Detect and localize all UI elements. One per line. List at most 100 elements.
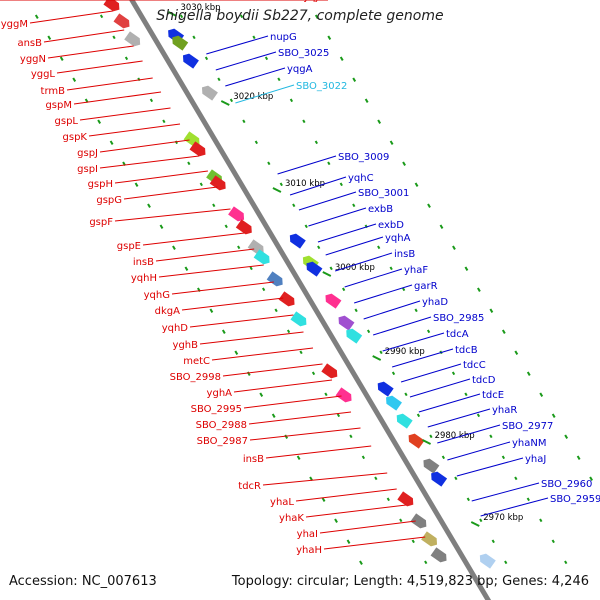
gene-dot xyxy=(399,518,403,523)
gene-dot xyxy=(389,140,394,145)
left-leader-line xyxy=(171,281,274,295)
right-gene-label: yqhC xyxy=(348,173,374,184)
gene-dot xyxy=(264,56,269,61)
gene-dot xyxy=(162,119,166,124)
gene-dot xyxy=(454,476,458,481)
gene-dot xyxy=(262,287,266,292)
left-gene-label: gspK xyxy=(63,132,88,143)
right-leader-line xyxy=(363,300,421,320)
gene-dot xyxy=(97,119,102,124)
gene-dot xyxy=(296,455,301,460)
left-leader-line xyxy=(73,91,162,105)
gene-dot xyxy=(466,497,470,502)
gene-dot xyxy=(34,14,39,19)
gene-dot xyxy=(551,539,555,544)
gene-dot xyxy=(389,266,393,271)
gene-feature xyxy=(335,387,352,403)
gene-dot xyxy=(464,392,468,397)
right-gene-label: garR xyxy=(414,281,438,292)
gene-dot xyxy=(311,371,316,376)
gene-dot xyxy=(526,371,531,376)
left-leader-line xyxy=(142,232,245,246)
gene-dot xyxy=(404,392,408,397)
right-gene-label: SBO_3001 xyxy=(358,188,409,199)
right-leader-line xyxy=(373,316,432,336)
left-leader-line xyxy=(265,445,372,459)
left-gene-label: ansB xyxy=(17,38,42,49)
scale-tick-mark xyxy=(220,100,230,106)
left-gene-label: gspJ xyxy=(77,148,98,159)
left-gene-label: yqhD xyxy=(162,323,189,334)
left-gene-label: yghB xyxy=(173,340,199,351)
gene-dot xyxy=(134,182,139,187)
gene-dot xyxy=(426,329,431,334)
gene-feature xyxy=(124,31,141,47)
gene-dot xyxy=(501,329,506,334)
left-leader-line xyxy=(199,331,304,345)
left-gene-label: yghA xyxy=(207,388,233,399)
gene-feature xyxy=(266,271,283,287)
left-gene-label: gspM xyxy=(45,100,72,111)
gene-dot xyxy=(321,497,326,502)
left-gene-label: yggL xyxy=(31,69,56,80)
right-leader-line xyxy=(215,51,277,71)
right-leader-line xyxy=(354,284,413,304)
left-gene-label: SBO_2998 xyxy=(170,372,221,383)
left-gene-label: dkgA xyxy=(155,306,180,317)
gene-dot xyxy=(349,434,353,439)
gene-dot xyxy=(302,119,306,124)
gene-feature xyxy=(431,471,448,487)
gene-dot xyxy=(327,35,332,40)
right-gene-label: yhaD xyxy=(422,297,448,308)
right-leader-line xyxy=(447,441,511,461)
gene-dot xyxy=(514,476,518,481)
gene-dot xyxy=(229,98,234,103)
left-leader-line xyxy=(189,314,294,328)
left-leader-line xyxy=(47,45,134,59)
gene-dot xyxy=(217,77,221,82)
left-leader-line xyxy=(155,248,255,262)
gene-dot xyxy=(402,161,406,166)
gene-dot xyxy=(441,455,446,460)
gene-dot xyxy=(292,203,296,208)
gene-dot xyxy=(539,392,544,397)
gene-feature xyxy=(396,413,413,429)
gene-dot xyxy=(416,413,421,418)
gene-dot xyxy=(224,224,228,229)
right-leader-line xyxy=(344,268,403,288)
left-leader-line xyxy=(243,395,342,409)
gene-dot xyxy=(491,539,495,544)
gene-dot xyxy=(364,98,369,103)
right-gene-label: yhaJ xyxy=(525,454,546,465)
gene-dot xyxy=(72,77,77,82)
gene-dot xyxy=(504,560,508,565)
scale-tick-label: 2970 kbp xyxy=(483,513,523,523)
gene-dot xyxy=(286,329,291,334)
left-leader-line xyxy=(211,347,314,361)
gene-dot xyxy=(352,203,356,208)
left-leader-line xyxy=(123,186,218,200)
gene-dot xyxy=(124,56,129,61)
gene-dot xyxy=(366,329,371,334)
right-leader-line xyxy=(235,84,295,104)
left-gene-label: yggN xyxy=(20,54,46,65)
left-gene-label: insB xyxy=(243,454,264,465)
genome-summary-text: Topology: circular; Length: 4,519,823 bp… xyxy=(231,574,589,589)
gene-dot xyxy=(339,182,343,187)
left-gene-label: yhaL xyxy=(270,497,294,508)
gene-dot xyxy=(242,119,246,124)
gene-dot xyxy=(451,371,456,376)
left-labels-layer: yggMansByggNyggLtrmBgspMgspLgspKgspJgspI… xyxy=(0,0,426,556)
gene-feature xyxy=(321,363,338,379)
gene-dot xyxy=(274,308,278,313)
left-leader-line xyxy=(319,520,416,534)
gene-dot xyxy=(391,371,396,376)
gene-feature xyxy=(421,531,438,547)
gene-feature xyxy=(182,53,199,69)
gene-dot xyxy=(317,245,321,250)
left-leader-line xyxy=(66,77,153,91)
gene-dot xyxy=(339,56,344,61)
left-leader-line xyxy=(233,379,333,393)
